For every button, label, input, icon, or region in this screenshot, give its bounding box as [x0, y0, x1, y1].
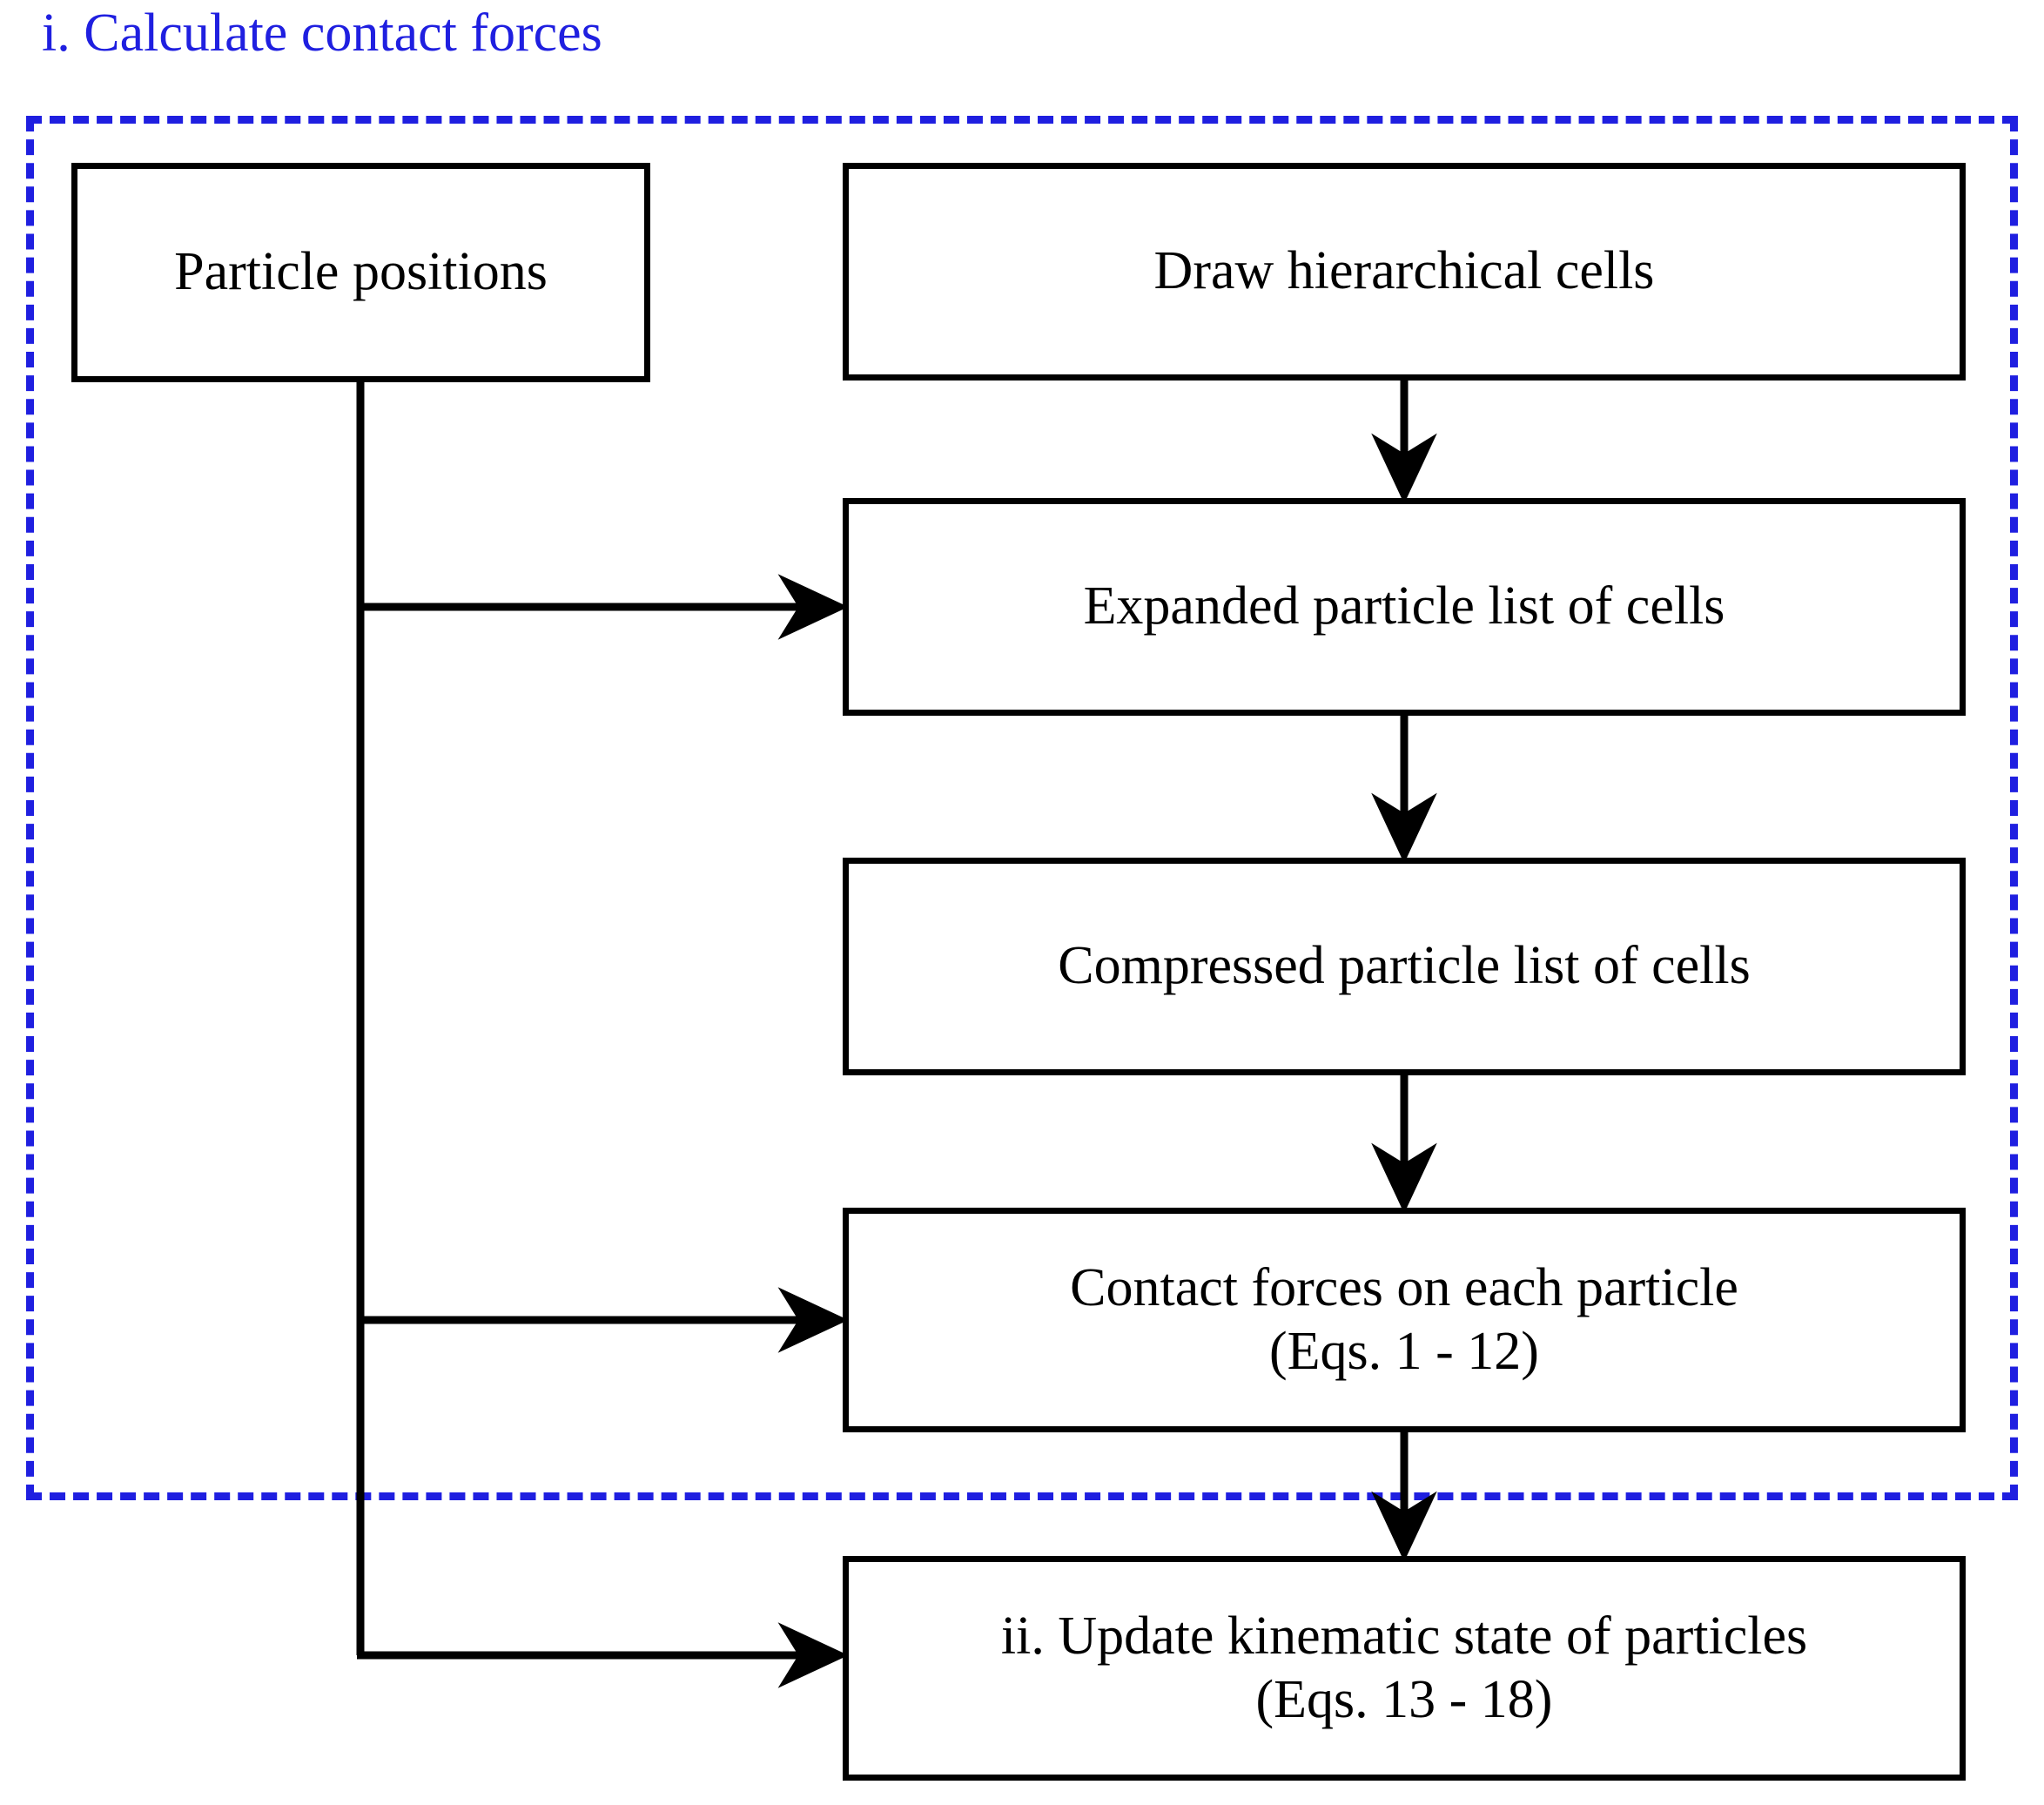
box-particle-positions-label: Particle positions	[174, 242, 548, 302]
box-expanded-particle-list-of-cells[interactable]: Expanded particle list of cells	[843, 498, 1966, 716]
section-title: i. Calculate contact forces	[42, 3, 602, 63]
box-draw-hierarchical-cells[interactable]: Draw hierarchical cells	[843, 163, 1966, 381]
box-update-kinematic-equations: (Eqs. 13 - 18)	[1255, 1670, 1553, 1729]
calculate-contact-forces-group-boundary	[26, 116, 2018, 1500]
box-update-kinematic-state-of-particles[interactable]: ii. Update kinematic state of particles …	[843, 1556, 1966, 1781]
box-expanded-particle-list-of-cells-label: Expanded particle list of cells	[1083, 576, 1725, 636]
box-update-kinematic-line1: ii. Update kinematic state of particles	[1000, 1606, 1808, 1666]
box-contact-forces-equations: (Eqs. 1 - 12)	[1269, 1322, 1539, 1381]
box-contact-forces-on-each-particle[interactable]: Contact forces on each particle (Eqs. 1 …	[843, 1208, 1966, 1432]
box-draw-hierarchical-cells-label: Draw hierarchical cells	[1153, 241, 1655, 301]
box-contact-forces-line1: Contact forces on each particle	[1070, 1257, 1738, 1317]
box-particle-positions[interactable]: Particle positions	[71, 163, 650, 382]
box-compressed-particle-list-of-cells-label: Compressed particle list of cells	[1058, 936, 1751, 996]
box-compressed-particle-list-of-cells[interactable]: Compressed particle list of cells	[843, 858, 1966, 1075]
